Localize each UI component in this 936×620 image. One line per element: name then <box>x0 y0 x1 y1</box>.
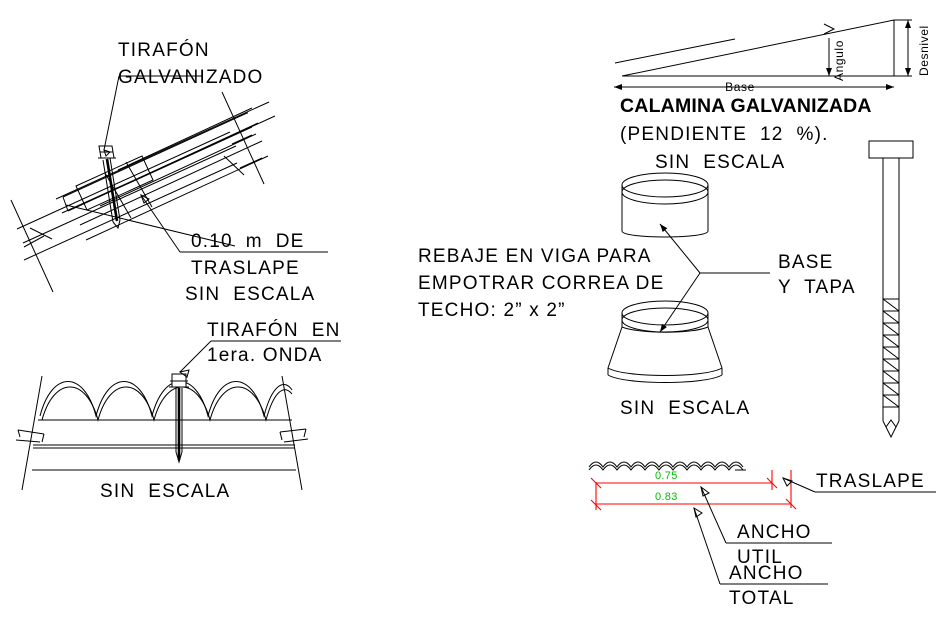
slope-scale: SIN ESCALA <box>655 152 785 173</box>
screw-threads <box>883 299 899 421</box>
leader-traslape <box>141 195 328 252</box>
purlin-section <box>32 445 296 470</box>
beam-note-line2: EMPOTRAR CORREA DE <box>418 273 664 294</box>
label-ancho-total-line1: ANCHO <box>729 563 804 584</box>
label-overlap-line1: 0.10 m DE <box>191 231 305 252</box>
label-wave-scale: SIN ESCALA <box>100 481 230 502</box>
fastener-elevation-group <box>868 140 914 437</box>
dimension-value-ancho-util: 0.75 <box>655 470 678 482</box>
slope-triangle <box>622 20 894 76</box>
beam-notch-note-group: REBAJE EN VIGA PARA EMPOTRAR CORREA DE T… <box>418 246 664 321</box>
leader-traslape-width <box>783 478 936 492</box>
roof-sheet-sloped <box>63 108 268 246</box>
break-line-wave-left <box>16 376 44 490</box>
label-overlap-scale: SIN ESCALA <box>185 284 315 305</box>
beam-note-line3: TECHO: 2” x 2” <box>418 300 566 321</box>
label-base-tapa-line2: Y TAPA <box>778 277 856 298</box>
leader-ancho-total <box>694 508 828 584</box>
slope-title: CALAMINA GALVANIZADA <box>620 95 872 117</box>
break-line-left <box>11 200 53 292</box>
overlap-detail-group: TIRAFÓN GALVANIZADO 0.10 m DE TRASLAPE S… <box>11 39 328 305</box>
width-detail-group: 0.75 0.83 TRASLAPE ANCHO UTIL <box>589 462 936 609</box>
screw-head <box>868 140 914 159</box>
overlap-plate <box>76 156 153 210</box>
label-ancho-util-line1: ANCHO <box>737 522 812 543</box>
cap-detail-group: BASE Y TAPA SIN ESCALA <box>608 172 856 419</box>
wave-detail-group: TIRAFÓN EN 1era. ONDA SIN ESCALA <box>16 319 341 502</box>
label-base-tapa-line1: BASE <box>778 252 834 273</box>
angle-leader <box>824 24 834 76</box>
label-cap-scale: SIN ESCALA <box>620 398 750 419</box>
cap-cone <box>608 300 722 383</box>
slope-diagram-group: Base Angulo Desnivel CALAMINA GALVANIZAD… <box>614 20 931 173</box>
corrugated-sheet-profile <box>38 382 292 421</box>
label-ancho-total-line2: TOTAL <box>729 588 794 609</box>
label-rise: Desnivel <box>917 25 931 76</box>
label-traslape-width: TRASLAPE <box>816 471 925 492</box>
label-base: Base <box>725 80 755 94</box>
break-line-wave-right <box>280 376 308 490</box>
label-ancho-util-line2: UTIL <box>737 547 783 568</box>
leader-tirafon-onda <box>180 341 341 377</box>
cap-cylinder <box>621 172 709 237</box>
dimension-value-ancho-total: 0.83 <box>655 491 678 503</box>
break-line-right <box>222 92 264 184</box>
label-onda-line2: 1era. ONDA <box>207 345 322 366</box>
rise-dimension <box>894 20 912 76</box>
leader-tirafon-galvanizado <box>104 76 203 156</box>
label-tirafon-line2: GALVANIZADO <box>118 67 264 88</box>
label-overlap-line2: TRASLAPE <box>191 258 300 279</box>
dimension-ancho-util <box>590 470 778 511</box>
leader-ancho-util <box>701 487 832 543</box>
fastener-tirafon-wave <box>169 373 189 462</box>
leader-base-y-tapa <box>660 224 770 332</box>
label-angle: Angulo <box>832 40 846 81</box>
slope-subtitle: (PENDIENTE 12 %). <box>620 124 829 145</box>
width-corrugated-profile <box>589 462 746 470</box>
angle-reference-line <box>615 39 735 63</box>
label-tirafon-line1: TIRAFÓN <box>118 39 210 61</box>
beam-note-line1: REBAJE EN VIGA PARA <box>418 246 652 267</box>
label-onda-line1: TIRAFÓN EN <box>207 319 341 341</box>
dimension-ancho-total <box>596 470 797 510</box>
